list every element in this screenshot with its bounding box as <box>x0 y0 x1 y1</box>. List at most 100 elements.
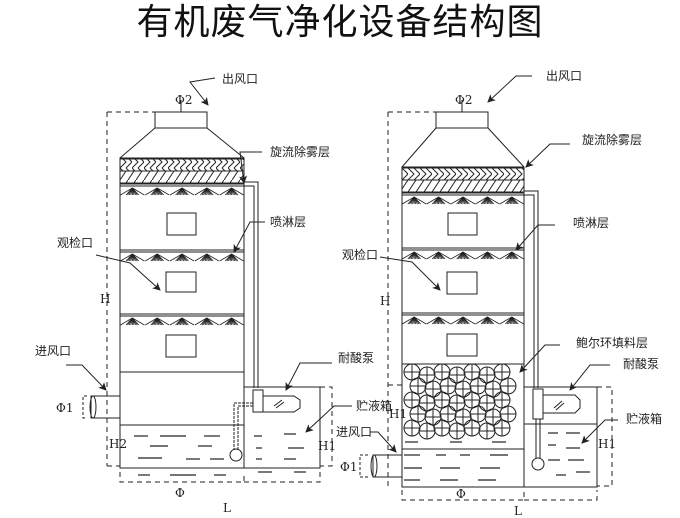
spray-nozzle <box>401 316 427 325</box>
dim-phi2: Φ2 <box>455 93 472 107</box>
inspection-window <box>446 333 478 357</box>
spray-nozzle-row <box>401 316 525 325</box>
spray-nozzle <box>450 316 476 325</box>
inspection-window <box>165 271 197 293</box>
dim-H2: H2 <box>109 437 127 451</box>
spray-nozzle <box>144 253 170 262</box>
left-scrubber <box>82 100 333 483</box>
spray-nozzle <box>219 253 244 262</box>
right-annotations: 出风口 旋流除雾层 喷淋层 观检口 鲍尔环填料层 耐酸泵 贮液箱 进风口 Φ2 … <box>336 69 662 518</box>
spray-nozzle <box>194 253 220 262</box>
demister-layer-1 <box>401 167 525 181</box>
label-tank: 贮液箱 <box>356 398 392 413</box>
inlet-duct <box>90 395 121 419</box>
label-tank: 贮液箱 <box>626 411 662 426</box>
demister-layer-2 <box>119 170 245 184</box>
label-spray: 喷淋层 <box>270 215 306 229</box>
spray-nozzle <box>401 196 427 205</box>
spray-nozzle-row <box>401 251 525 260</box>
spray-nozzle <box>120 317 145 326</box>
label-pump: 耐酸泵 <box>338 350 374 365</box>
label-outlet: 出风口 <box>222 72 258 86</box>
tower-body <box>401 192 525 488</box>
liquid-level <box>404 432 590 481</box>
spray-nozzle <box>499 251 525 260</box>
acid-pump <box>543 394 581 414</box>
pump-head <box>252 389 264 413</box>
pall-ring <box>418 422 436 440</box>
dim-H: H <box>100 292 110 306</box>
dim-phi1: Φ1 <box>340 460 357 474</box>
label-demister: 旋流除雾层 <box>582 132 642 147</box>
spray-nozzle-row <box>120 187 244 196</box>
inspection-window <box>165 334 197 358</box>
spray-nozzle-row <box>401 196 525 205</box>
pump-head <box>532 388 544 420</box>
inspection-window <box>166 212 197 236</box>
pall-ring <box>463 419 481 437</box>
spray-nozzle <box>450 251 476 260</box>
spray-nozzle <box>426 196 451 205</box>
spray-nozzle <box>475 196 500 205</box>
spray-nozzle <box>426 251 451 260</box>
spray-nozzle <box>499 196 525 205</box>
label-demister: 旋流除雾层 <box>270 144 330 159</box>
liquid-tank <box>243 386 321 469</box>
spray-nozzle-row <box>120 253 244 262</box>
inspection-window <box>446 271 478 295</box>
label-inspection: 观检口 <box>57 235 93 250</box>
pall-ring <box>493 419 511 437</box>
spray-nozzle <box>401 251 427 260</box>
dim-L: L <box>514 504 522 518</box>
liquid-tank <box>523 386 598 488</box>
dim-phi: Φ <box>175 486 185 500</box>
spray-nozzle <box>475 251 500 260</box>
liquid-level <box>134 433 306 476</box>
dim-H: H <box>380 294 390 308</box>
spray-nozzle <box>169 317 195 326</box>
spray-nozzle-row <box>120 317 244 326</box>
label-pump: 耐酸泵 <box>623 356 659 371</box>
right-scrubber <box>359 100 613 501</box>
dim-phi: Φ <box>456 487 466 501</box>
outlet-duct <box>154 111 208 129</box>
pall-ring <box>493 391 511 409</box>
pall-ring <box>448 422 466 440</box>
label-inlet: 进风口 <box>35 344 71 358</box>
spray-nozzle <box>475 316 500 325</box>
dim-H1: H1 <box>389 407 407 421</box>
label-inlet: 进风口 <box>336 425 372 439</box>
spray-nozzle <box>219 187 244 196</box>
spray-nozzle <box>219 317 244 326</box>
pall-ring <box>433 419 451 437</box>
pall-ring <box>403 419 421 437</box>
dim-H1-tank: H1 <box>598 437 616 451</box>
label-inspection: 观检口 <box>342 247 378 262</box>
spray-nozzle <box>499 316 525 325</box>
dim-H1: H1 <box>318 439 336 453</box>
spray-nozzle <box>169 253 195 262</box>
spray-nozzle <box>144 187 170 196</box>
spray-nozzle <box>426 316 451 325</box>
label-outlet: 出风口 <box>546 69 582 83</box>
diagram-title: 有机废气净化设备结构图 <box>136 2 544 43</box>
dim-phi1: Φ1 <box>56 401 73 415</box>
demister-layer-2 <box>401 179 525 193</box>
label-packing: 鲍尔环填料层 <box>576 335 648 350</box>
pall-ring-packing <box>403 363 517 440</box>
label-spray: 喷淋层 <box>573 216 609 230</box>
acid-pump <box>263 395 301 413</box>
spray-nozzle <box>194 317 220 326</box>
inspection-window <box>447 212 478 236</box>
outlet-duct <box>435 111 489 129</box>
demister-layer-1 <box>119 158 245 172</box>
inlet-duct <box>372 454 403 478</box>
spray-nozzle <box>144 317 170 326</box>
dim-phi2: Φ2 <box>175 93 192 107</box>
dim-L: L <box>223 501 231 515</box>
spray-nozzle <box>120 187 145 196</box>
spray-nozzle <box>194 187 220 196</box>
pall-ring <box>478 422 496 440</box>
spray-nozzle <box>169 187 195 196</box>
